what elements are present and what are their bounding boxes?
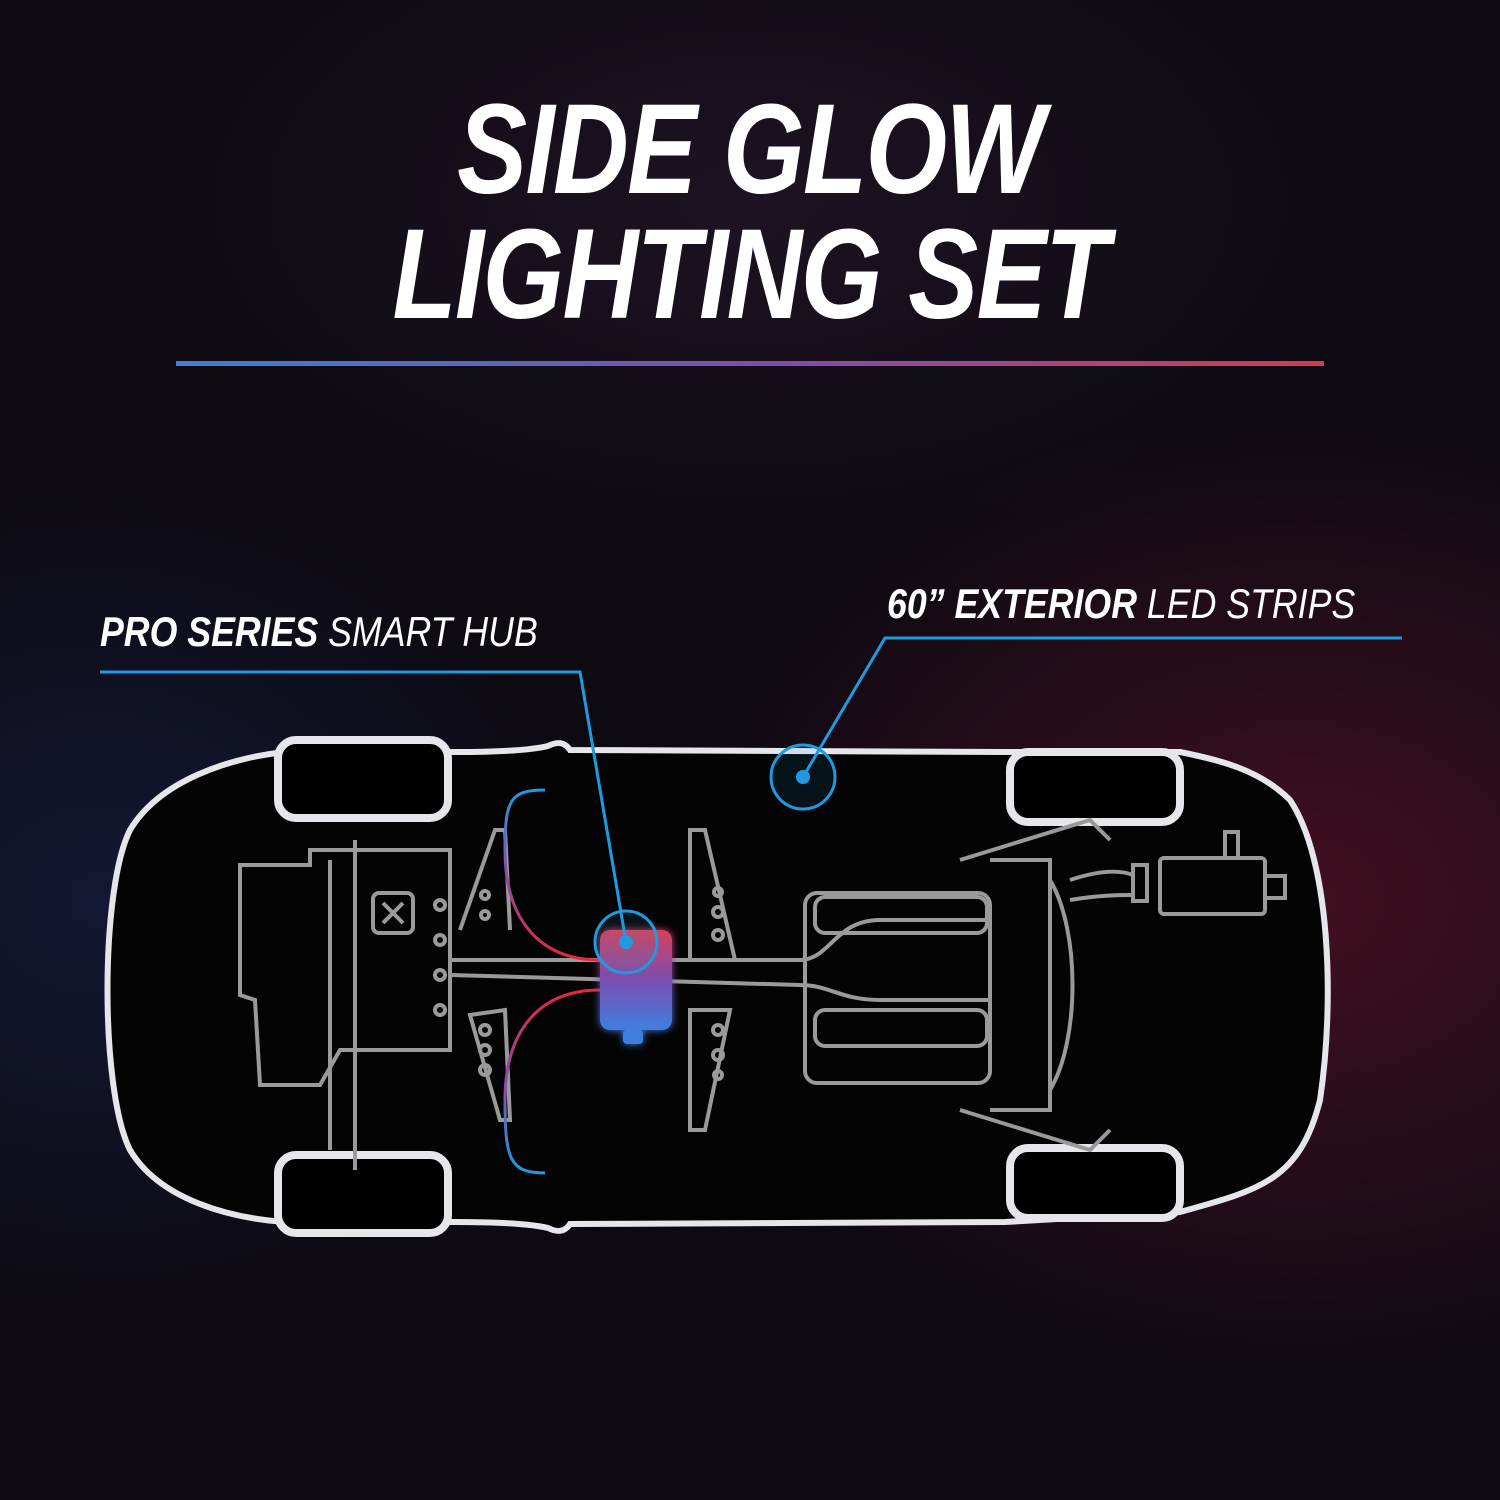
- tire-front-left: [274, 736, 452, 822]
- tire-front-right: [274, 1151, 452, 1237]
- wire-hub-to-left-strip: [503, 788, 601, 962]
- callout-led-strips-bold: 60” EXTERIOR: [887, 580, 1137, 627]
- tire-rear-left: [1006, 748, 1184, 826]
- page-title-line-1: SIDE GLOW: [457, 78, 1044, 221]
- chassis-linework: [238, 817, 1287, 1170]
- tire-rear-right: [1006, 1144, 1184, 1222]
- wire-hub-to-right-strip: [503, 988, 601, 1175]
- page-title-line-2: LIGHTING SET: [392, 203, 1109, 346]
- callout-smart-hub-bold: PRO SERIES: [100, 608, 319, 655]
- callout-smart-hub-label: PRO SERIES SMART HUB: [100, 608, 538, 656]
- callout-smart-hub-light: SMART HUB: [318, 608, 538, 655]
- led-strip-marker-icon: [796, 770, 810, 784]
- gradient-divider: [176, 361, 1324, 366]
- callout-led-strips-label: 60” EXTERIOR LED STRIPS: [887, 580, 1355, 628]
- callout-led-strips-light: LED STRIPS: [1136, 580, 1356, 627]
- smart-hub-marker-icon: [619, 935, 633, 949]
